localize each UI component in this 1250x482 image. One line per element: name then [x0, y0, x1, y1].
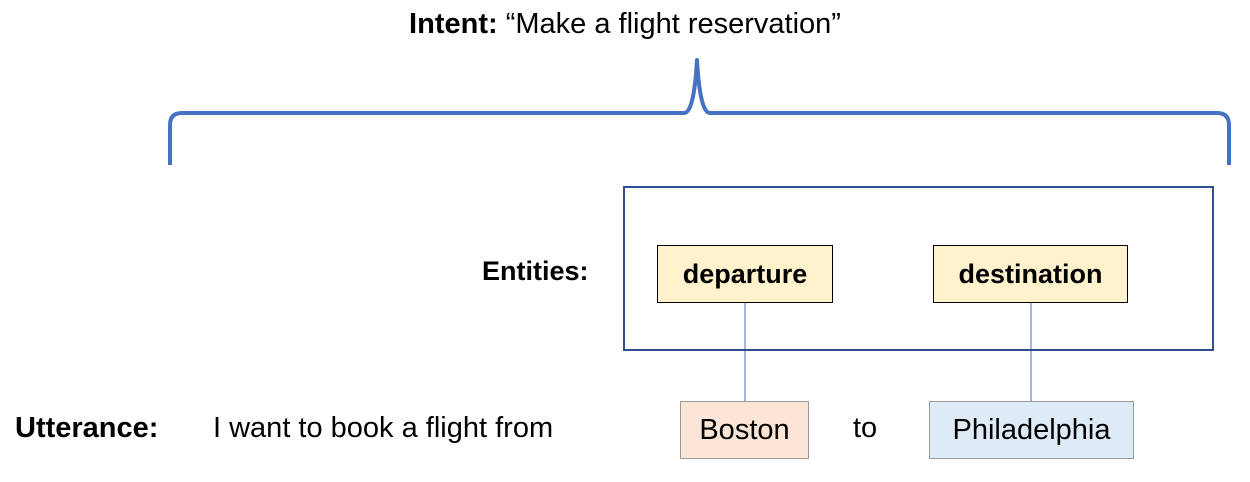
entities-label: Entities: — [482, 256, 589, 286]
entity-destination: destination — [933, 245, 1128, 303]
entities-box — [623, 186, 1214, 351]
utterance-label: Utterance: — [15, 412, 159, 444]
intent-brace — [168, 58, 1231, 165]
utterance-token-philadelphia: Philadelphia — [929, 401, 1134, 459]
utterance-connector: to — [853, 412, 878, 444]
intent-heading: Intent: “Make a flight reservation” — [0, 8, 1250, 41]
entity-departure: departure — [657, 245, 833, 303]
utterance-token-boston: Boston — [680, 401, 809, 459]
intent-value: “Make a flight reservation” — [505, 8, 841, 40]
intent-label: Intent: — [409, 8, 498, 40]
utterance-prefix: I want to book a flight from — [213, 412, 554, 444]
